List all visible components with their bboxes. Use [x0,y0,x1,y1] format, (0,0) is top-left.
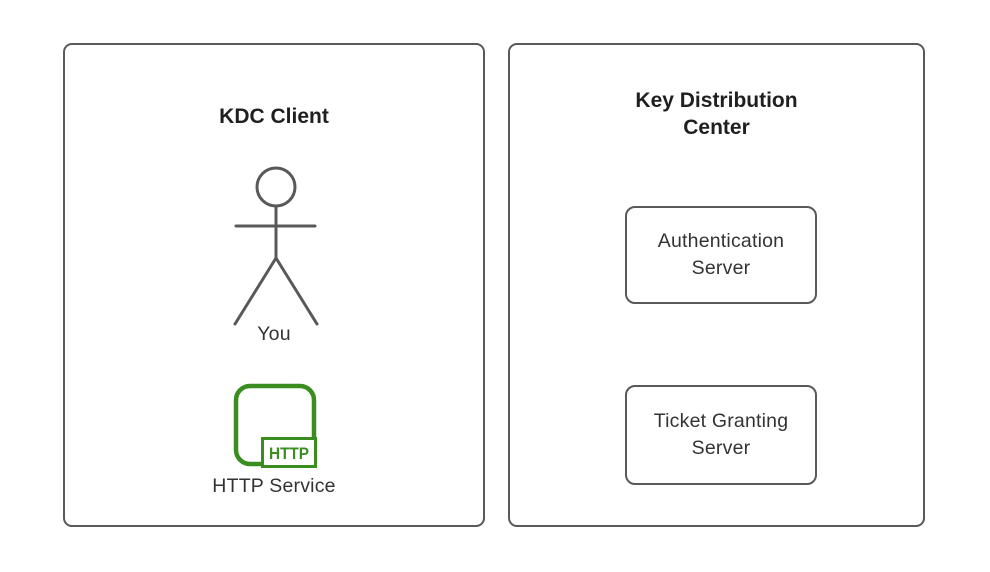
node-ticket-granting-server: Ticket Granting Server [625,385,817,485]
actor-left-leg [233,256,278,326]
http-badge-text: HTTP [269,444,309,463]
actor-right-leg [274,256,319,326]
http-service-icon: HTTP [233,383,317,468]
kdc-client-title: KDC Client [65,103,483,130]
kdc-title: Key Distribution Center [510,87,923,141]
actor-head [255,166,297,208]
node-authentication-server: Authentication Server [625,206,817,304]
kdc-client-panel: KDC Client You HTTP HTTP Service [63,43,485,527]
http-icon-badge [261,437,317,468]
node-ticket-granting-server-label: Ticket Granting Server [653,410,789,459]
key-distribution-center-panel: Key Distribution Center Authentication S… [508,43,925,527]
kdc-title-text: Key Distribution Center [635,89,798,139]
actor-label: You [257,323,291,345]
actor-icon [233,166,319,326]
http-service-label: HTTP Service [212,475,336,497]
kdc-client-title-text: KDC Client [219,105,329,128]
node-authentication-server-label: Authentication Server [657,230,785,279]
